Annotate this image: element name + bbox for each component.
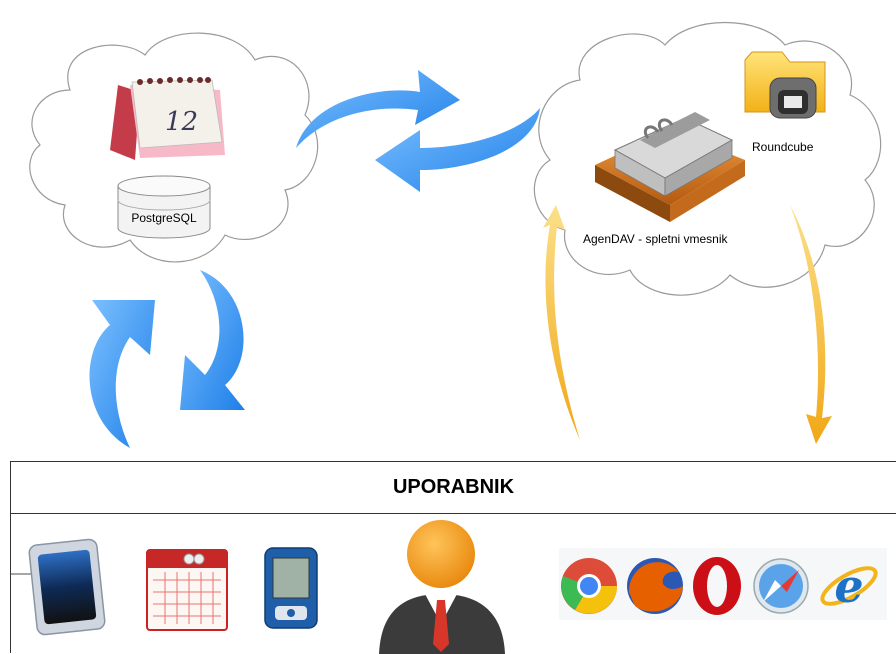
user-devices-row: e bbox=[11, 520, 887, 654]
database-icon: PostgreSQL bbox=[117, 175, 211, 239]
database-label: PostgreSQL bbox=[131, 211, 197, 225]
tablet-icon bbox=[11, 538, 106, 636]
svg-text:e: e bbox=[834, 559, 863, 613]
pda-icon bbox=[264, 547, 318, 629]
folder-icon bbox=[744, 51, 826, 119]
notebook-icon bbox=[595, 112, 745, 222]
user-panel: UPORABNIK bbox=[10, 461, 896, 654]
arrow-sync-down bbox=[180, 270, 245, 410]
arrow-server-to-client bbox=[296, 70, 460, 148]
app-label: AgenDAV - spletni vmesnik bbox=[583, 232, 729, 246]
user-panel-title: UPORABNIK bbox=[392, 476, 515, 498]
calendar-icon: 12 bbox=[110, 77, 225, 160]
user-avatar-icon bbox=[379, 520, 505, 654]
arrow-client-to-server bbox=[375, 108, 540, 192]
ie-icon: e bbox=[820, 559, 878, 613]
arrow-app-to-user bbox=[790, 205, 832, 444]
firefox-icon bbox=[627, 558, 683, 614]
arrow-sync-up bbox=[89, 300, 155, 448]
arrow-user-to-app bbox=[543, 205, 580, 440]
chrome-icon bbox=[561, 558, 617, 614]
calendar-day-text: 12 bbox=[165, 107, 198, 137]
browser-icons: e bbox=[559, 548, 887, 620]
opera-icon bbox=[693, 557, 741, 615]
mail-label: Roundcube bbox=[752, 140, 814, 154]
calendar-grid-icon bbox=[146, 549, 228, 631]
safari-icon bbox=[753, 558, 809, 614]
user-panel-header: UPORABNIK bbox=[11, 462, 896, 514]
